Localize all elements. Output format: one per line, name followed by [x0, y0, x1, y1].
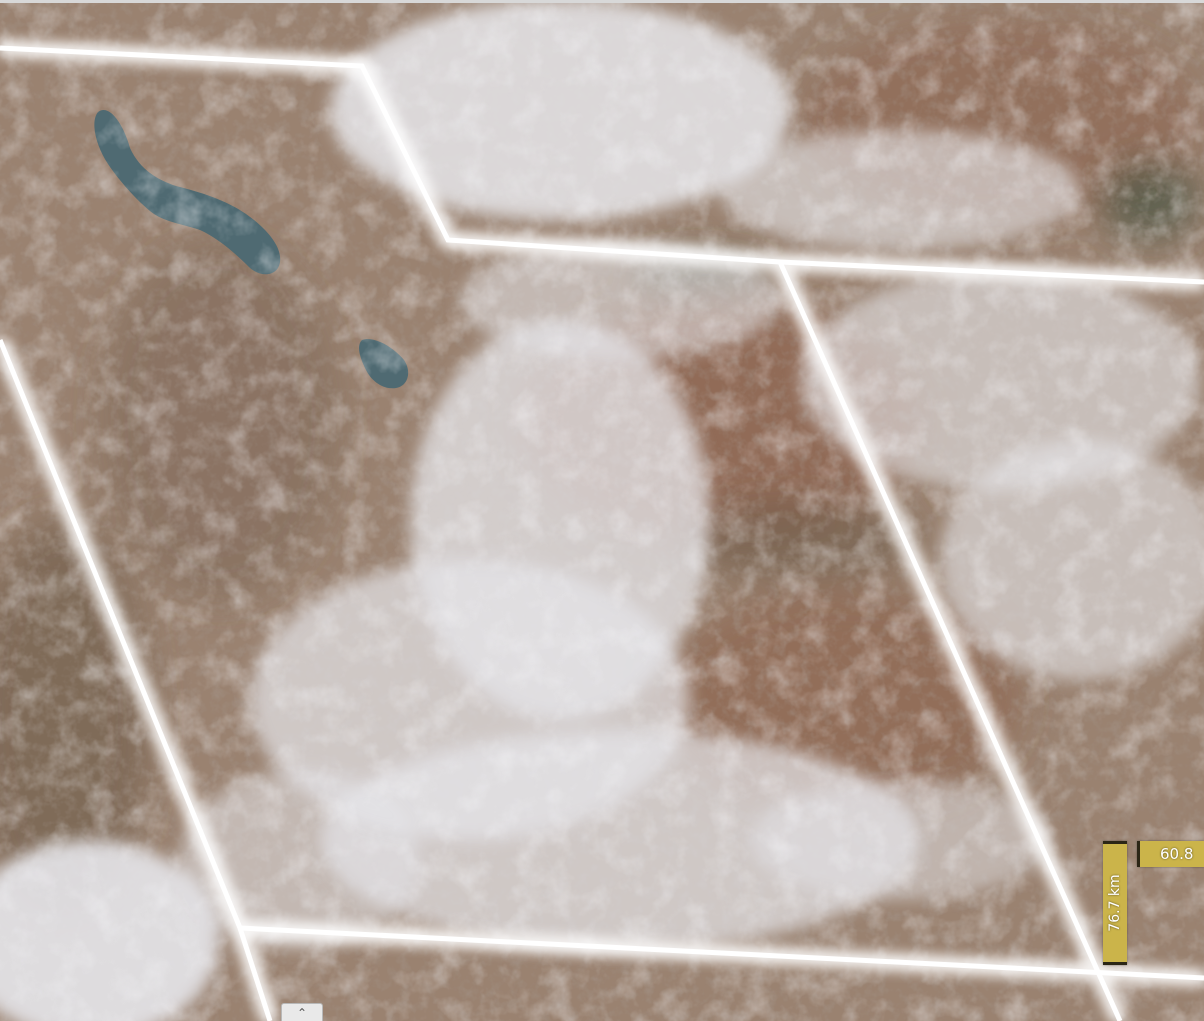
scale-bar-horizontal-label: 60.8: [1160, 845, 1194, 863]
chevron-up-icon: ⌃: [296, 1006, 308, 1020]
expand-panel-button[interactable]: ⌃: [281, 1003, 323, 1021]
scale-bar-vertical-label: 76.7 km: [1107, 874, 1123, 932]
scale-bar-vertical: 76.7 km: [1103, 841, 1127, 965]
scale-bar-horizontal: 60.8: [1137, 841, 1204, 867]
swath-boundaries: [0, 39, 1204, 1021]
